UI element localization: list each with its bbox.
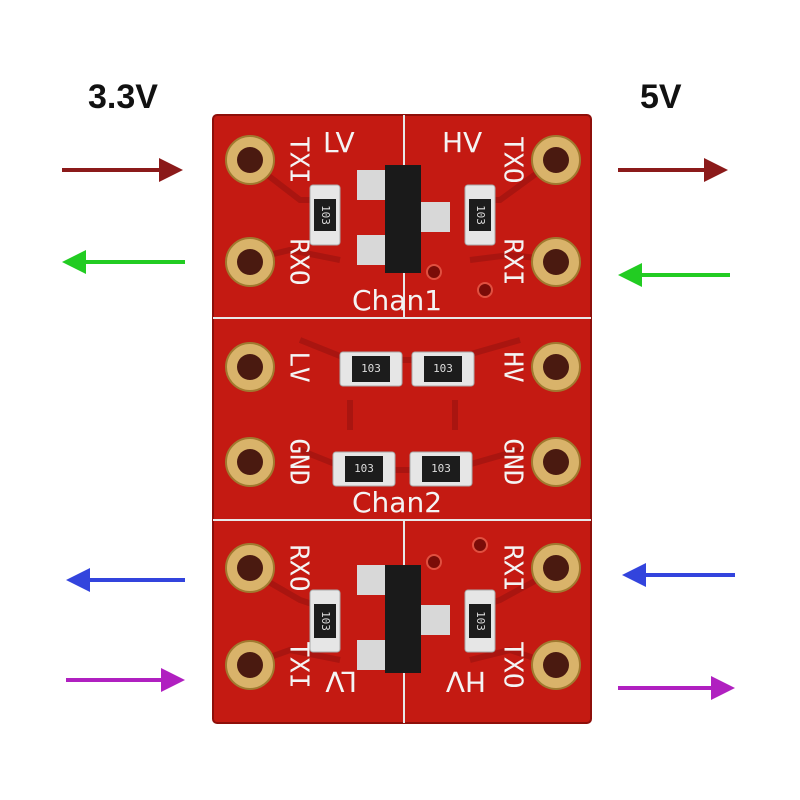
resistor-code: 103 (319, 611, 332, 631)
pin-label: TXI (284, 137, 314, 184)
pin-label: LV (284, 351, 314, 382)
silk-chan1: Chan1 (352, 284, 442, 317)
resistor-code: 103 (354, 462, 374, 475)
arrow-out-left-row5 (66, 568, 185, 592)
header-pad (531, 640, 581, 690)
resistor-code: 103 (319, 205, 332, 225)
header-pad (531, 237, 581, 287)
pin-label: RXO (284, 545, 314, 592)
pin-label: RXI (498, 239, 528, 286)
arrow-out-right-row6 (618, 676, 735, 700)
pin-label: RXI (498, 545, 528, 592)
arrow-in-left-row1 (62, 158, 183, 182)
header-pad (531, 437, 581, 487)
mosfet-top (357, 165, 450, 273)
silk-bottom-hv: HV (446, 665, 486, 698)
arrow-in-right-row5 (622, 563, 735, 587)
resistor-103: 103 (464, 184, 496, 246)
signal-arrows (62, 158, 735, 700)
pin-label: RXO (284, 239, 314, 286)
header-pad (225, 640, 275, 690)
resistor-code: 103 (433, 362, 453, 375)
resistor-103: 103 (309, 184, 341, 246)
resistor-103: 103 (411, 351, 475, 387)
high-voltage-label: 5V (640, 78, 682, 116)
pads-right (531, 135, 581, 690)
arrow-in-right-row2 (618, 263, 730, 287)
resistor-103: 103 (332, 451, 396, 487)
silk-top-hv: HV (442, 126, 482, 159)
resistor-code: 103 (361, 362, 381, 375)
pin-label: GND (498, 439, 528, 486)
resistor-103: 103 (309, 589, 341, 653)
header-pad (225, 543, 275, 593)
header-pad (531, 135, 581, 185)
arrow-out-left-row2 (62, 250, 185, 274)
header-pad (225, 135, 275, 185)
resistors: 103 103 103 103 103 103 103 103 (309, 184, 496, 653)
header-pad (225, 437, 275, 487)
resistor-103: 103 (464, 589, 496, 653)
pin-label: GND (284, 439, 314, 486)
pin-label: TXI (284, 642, 314, 689)
silk-top-lv: LV (323, 126, 355, 159)
pin-label: TXO (498, 642, 528, 689)
silkscreen-left-labels: TXI RXO LV GND RXO TXI (284, 137, 314, 689)
pin-label: TXO (498, 137, 528, 184)
mosfet-bottom (357, 565, 450, 673)
header-pad (225, 237, 275, 287)
silk-bottom-lv: LV (325, 665, 357, 698)
header-pad (225, 342, 275, 392)
header-pad (531, 543, 581, 593)
resistor-103: 103 (339, 351, 403, 387)
pads-left (225, 135, 275, 690)
arrow-out-right-row1 (618, 158, 728, 182)
header-pad (531, 342, 581, 392)
silk-chan2: Chan2 (352, 486, 442, 519)
resistor-103: 103 (409, 451, 473, 487)
resistor-code: 103 (474, 611, 487, 631)
low-voltage-label: 3.3V (88, 78, 158, 116)
arrow-in-left-row6 (66, 668, 185, 692)
silkscreen-right-labels: TXO RXI HV GND RXI TXO (498, 137, 528, 689)
pin-label: HV (498, 351, 528, 382)
resistor-code: 103 (431, 462, 451, 475)
resistor-code: 103 (474, 205, 487, 225)
